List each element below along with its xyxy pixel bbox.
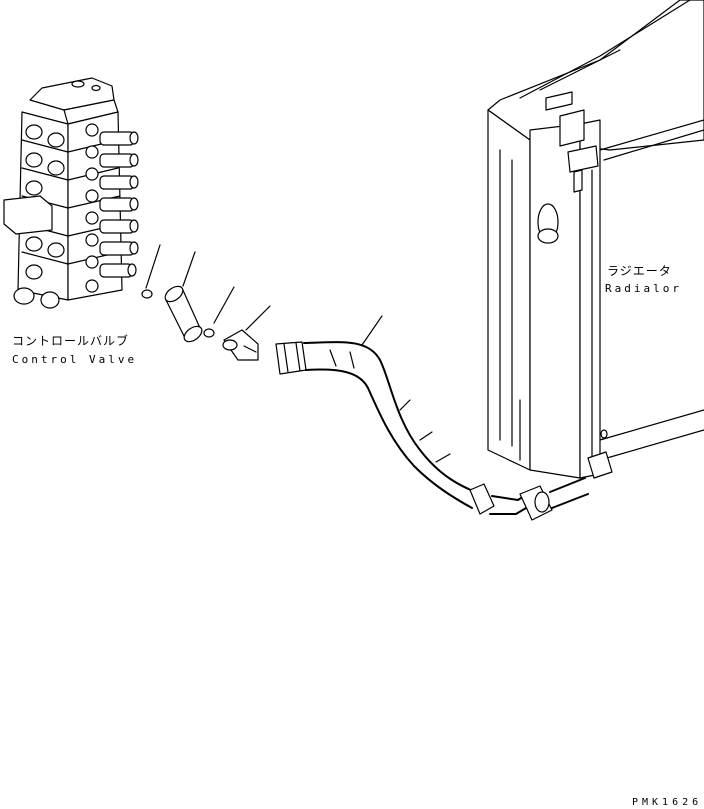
- valve-ports: [85, 123, 139, 293]
- radiator-label-en: Radialor: [605, 282, 682, 295]
- o-ring-1: [141, 289, 153, 299]
- drawing-code: PMK1626: [632, 797, 702, 808]
- leader-lines: [145, 244, 383, 346]
- control-valve-label-en: Control Valve: [12, 353, 137, 366]
- elbow-fitting: [222, 329, 259, 361]
- radiator-label-jp: ラジエータ: [607, 264, 672, 278]
- radiator: [487, 0, 704, 479]
- adapter: [164, 285, 203, 343]
- control-valve-label-jp: コントロールバルブ: [12, 333, 129, 348]
- hydraulic-hose: [275, 341, 589, 521]
- control-valve: [3, 77, 139, 309]
- o-ring-2: [203, 328, 215, 338]
